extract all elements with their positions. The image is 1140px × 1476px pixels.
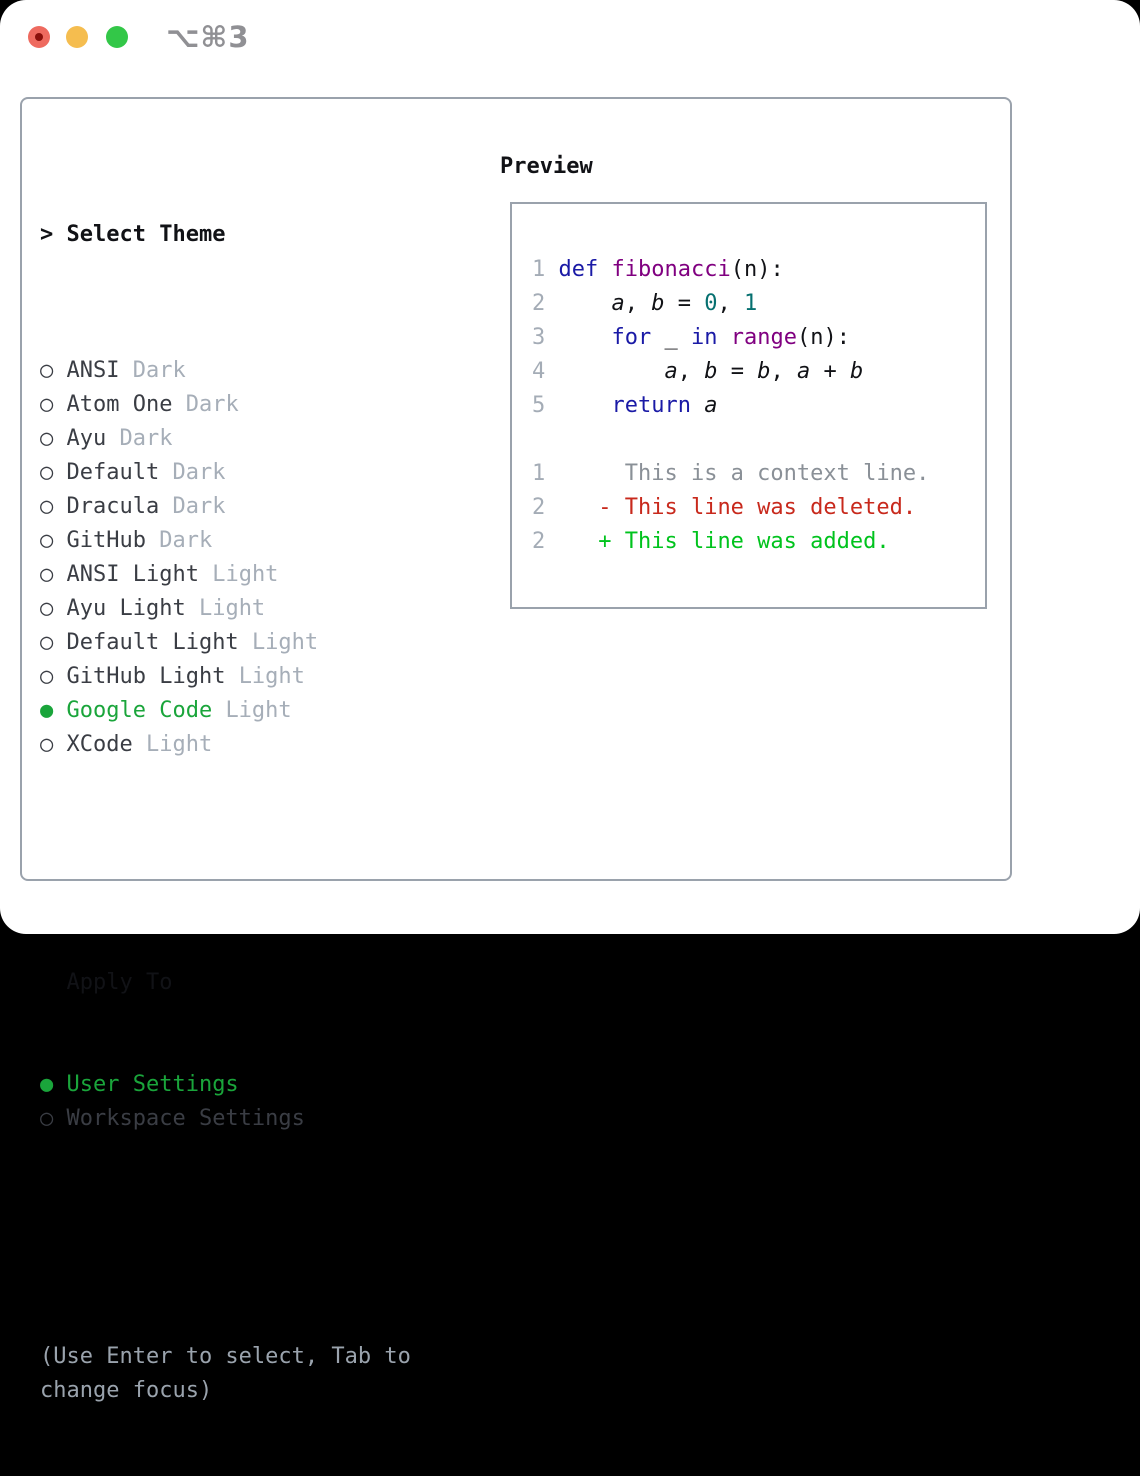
radio-icon: ○ (40, 732, 54, 757)
theme-variant-label: Dark (185, 392, 239, 417)
theme-picker: > Select Theme ○ ANSI Dark○ Atom One Dar… (40, 150, 510, 1476)
theme-variant-label: Light (145, 732, 213, 757)
main-panel: > Select Theme ○ ANSI Dark○ Atom One Dar… (20, 97, 1012, 1403)
theme-variant-label: Light (238, 664, 305, 689)
select-theme-label: Select Theme (66, 222, 226, 247)
apply-to-section: Apply To ● User Settings○ Workspace Sett… (40, 898, 510, 1204)
code-line: 5 return a (532, 393, 718, 418)
theme-variant-label: Dark (172, 494, 226, 519)
titlebar: ⌥⌘3 (0, 0, 1140, 74)
code-line (532, 423, 975, 457)
radio-icon: ○ (40, 494, 54, 519)
theme-variant-label: Light (251, 630, 319, 655)
theme-item-label: ANSI (53, 358, 133, 383)
theme-item-ansi-light[interactable]: ○ ANSI Light Light (40, 558, 510, 592)
apply-option-label: Workspace Settings (53, 1106, 305, 1131)
theme-variant-label: Dark (132, 358, 186, 383)
radio-icon: ○ (40, 596, 54, 621)
close-button-icon[interactable] (28, 26, 50, 48)
radio-icon: ○ (40, 528, 54, 553)
keyboard-hint: (Use Enter to select, Tab to change focu… (40, 1344, 411, 1403)
code-line: 1 def fibonacci(n): (532, 257, 784, 282)
theme-item-label: Default Light (53, 630, 252, 655)
apply-option-workspace-settings[interactable]: ○ Workspace Settings (40, 1102, 510, 1136)
theme-item-atom-one[interactable]: ○ Atom One Dark (40, 388, 510, 422)
code-line: 1 This is a context line. (532, 461, 930, 486)
radio-icon: ○ (40, 392, 54, 417)
theme-item-ayu-light[interactable]: ○ Ayu Light Light (40, 592, 510, 626)
code-line: 2 a, b = 0, 1 (532, 291, 758, 316)
code-line: 3 for _ in range(n): (532, 325, 850, 350)
theme-item-label: ANSI Light (53, 562, 213, 587)
theme-item-ansi[interactable]: ○ ANSI Dark (40, 354, 510, 388)
radio-icon: ○ (40, 664, 54, 689)
radio-selected-icon: ● (40, 698, 54, 723)
unsaved-dot-icon (35, 33, 43, 41)
theme-list: ○ ANSI Dark○ Atom One Dark○ Ayu Dark○ De… (40, 354, 510, 762)
prompt-icon: > (40, 222, 54, 247)
theme-item-label: Default (53, 460, 173, 485)
minimize-button-icon[interactable] (66, 26, 88, 48)
theme-variant-label: Dark (159, 528, 213, 553)
theme-item-default-light[interactable]: ○ Default Light Light (40, 626, 510, 660)
apply-option-label: User Settings (53, 1072, 239, 1097)
radio-icon: ○ (40, 562, 54, 587)
radio-icon: ○ (40, 358, 54, 383)
radio-icon: ○ (40, 426, 54, 451)
apply-option-user-settings[interactable]: ● User Settings (40, 1068, 510, 1102)
theme-item-label: Dracula (53, 494, 173, 519)
code-line: 4 a, b = b, a + b (532, 359, 864, 384)
theme-item-label: XCode (53, 732, 146, 757)
select-theme-header: > Select Theme (40, 218, 510, 252)
theme-variant-label: Light (225, 698, 292, 723)
app-window: ⌥⌘3 > Select Theme ○ ANSI Dark○ Atom One… (0, 0, 1140, 1403)
theme-item-github[interactable]: ○ GitHub Dark (40, 524, 510, 558)
code-line: 2 - This line was deleted. (532, 495, 917, 520)
code-line: 2 + This line was added. (532, 529, 890, 554)
theme-variant-label: Light (198, 596, 266, 621)
radio-selected-icon: ● (40, 1072, 54, 1097)
theme-variant-label: Light (212, 562, 279, 587)
preview-code: 1 def fibonacci(n): 2 a, b = 0, 1 3 for _ … (532, 253, 975, 559)
theme-item-label: Ayu Light (53, 596, 199, 621)
theme-item-google-code[interactable]: ● Google Code Light (40, 694, 510, 728)
theme-item-ayu[interactable]: ○ Ayu Dark (40, 422, 510, 456)
theme-item-label: GitHub Light (53, 664, 239, 689)
theme-variant-label: Dark (172, 460, 226, 485)
theme-item-label: GitHub (53, 528, 160, 553)
theme-item-label: Ayu (53, 426, 120, 451)
apply-to-list: ● User Settings○ Workspace Settings (40, 1068, 510, 1136)
preview-box: 1 def fibonacci(n): 2 a, b = 0, 1 3 for _ … (510, 202, 987, 609)
theme-variant-label: Dark (119, 426, 173, 451)
radio-icon: ○ (40, 630, 54, 655)
theme-item-dracula[interactable]: ○ Dracula Dark (40, 490, 510, 524)
apply-to-header: Apply To (66, 970, 173, 995)
theme-item-label: Google Code (53, 698, 226, 723)
window-title: ⌥⌘3 (166, 20, 250, 54)
theme-item-default[interactable]: ○ Default Dark (40, 456, 510, 490)
theme-item-github-light[interactable]: ○ GitHub Light Light (40, 660, 510, 694)
preview-header: Preview (500, 154, 593, 179)
zoom-button-icon[interactable] (106, 26, 128, 48)
radio-icon: ○ (40, 460, 54, 485)
theme-item-label: Atom One (53, 392, 186, 417)
radio-icon: ○ (40, 1106, 54, 1131)
theme-item-xcode[interactable]: ○ XCode Light (40, 728, 510, 762)
